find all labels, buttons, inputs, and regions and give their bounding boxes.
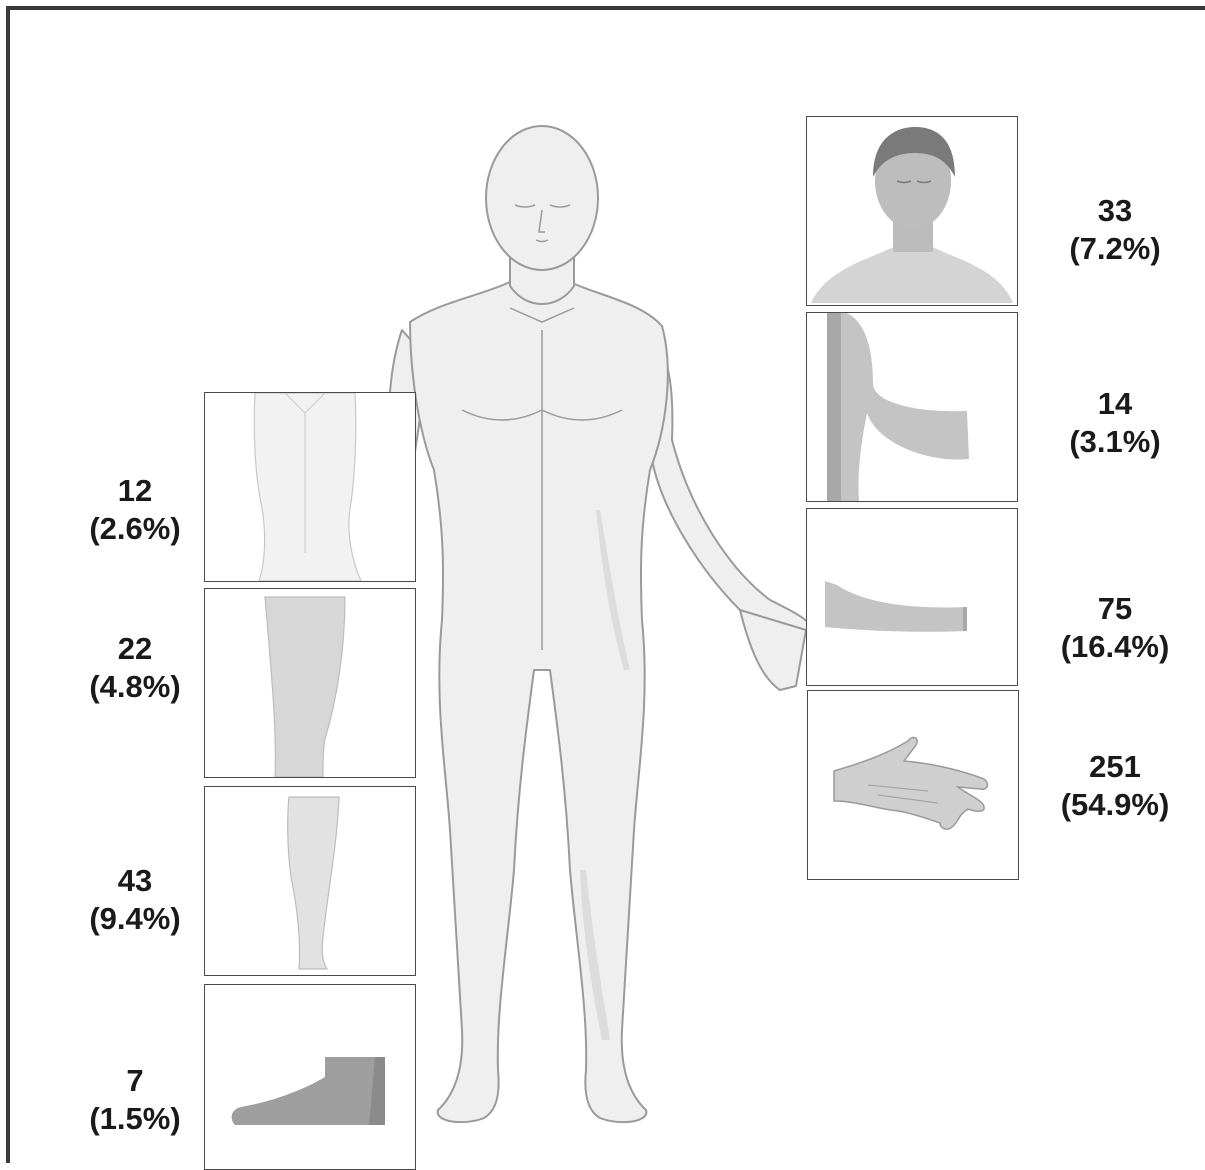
foot-percent: (1.5%) [60, 1100, 210, 1138]
foot-stat: 7 (1.5%) [60, 1062, 210, 1138]
region-panel-lower-leg [204, 786, 416, 976]
head-neck-count: 33 [1040, 192, 1190, 230]
lower-leg-stat: 43 (9.4%) [60, 862, 210, 938]
region-panel-upper-arm [806, 312, 1018, 502]
head-icon [807, 117, 1017, 305]
trunk-icon [205, 393, 415, 581]
upper-arm-percent: (3.1%) [1040, 423, 1190, 461]
upper-arm-count: 14 [1040, 385, 1190, 423]
hand-count: 251 [1040, 748, 1190, 786]
thigh-percent: (4.8%) [60, 668, 210, 706]
lower-leg-percent: (9.4%) [60, 900, 210, 938]
trunk-percent: (2.6%) [60, 510, 210, 548]
forearm-stat: 75 (16.4%) [1040, 590, 1190, 666]
region-panel-hand [807, 690, 1019, 880]
lower-leg-count: 43 [60, 862, 210, 900]
forearm-icon [807, 509, 1017, 685]
thigh-stat: 22 (4.8%) [60, 630, 210, 706]
trunk-count: 12 [60, 472, 210, 510]
region-panel-thigh [204, 588, 416, 778]
trunk-stat: 12 (2.6%) [60, 472, 210, 548]
figure-frame: 33 (7.2%) 14 (3.1%) 75 (16.4%) 251 (54.9… [6, 6, 1205, 1163]
thigh-icon [205, 589, 415, 777]
region-panel-forearm [806, 508, 1018, 686]
hand-stat: 251 (54.9%) [1040, 748, 1190, 824]
hand-icon [808, 691, 1018, 879]
human-body-icon [10, 10, 1205, 1163]
upper-arm-icon [807, 313, 1017, 501]
foot-icon [205, 985, 415, 1169]
upper-arm-stat: 14 (3.1%) [1040, 385, 1190, 461]
head-neck-percent: (7.2%) [1040, 230, 1190, 268]
forearm-percent: (16.4%) [1040, 628, 1190, 666]
head-neck-stat: 33 (7.2%) [1040, 192, 1190, 268]
region-panel-trunk [204, 392, 416, 582]
forearm-count: 75 [1040, 590, 1190, 628]
region-panel-head-neck [806, 116, 1018, 306]
hand-percent: (54.9%) [1040, 786, 1190, 824]
lower-leg-icon [205, 787, 415, 975]
foot-count: 7 [60, 1062, 210, 1100]
thigh-count: 22 [60, 630, 210, 668]
region-panel-foot [204, 984, 416, 1170]
